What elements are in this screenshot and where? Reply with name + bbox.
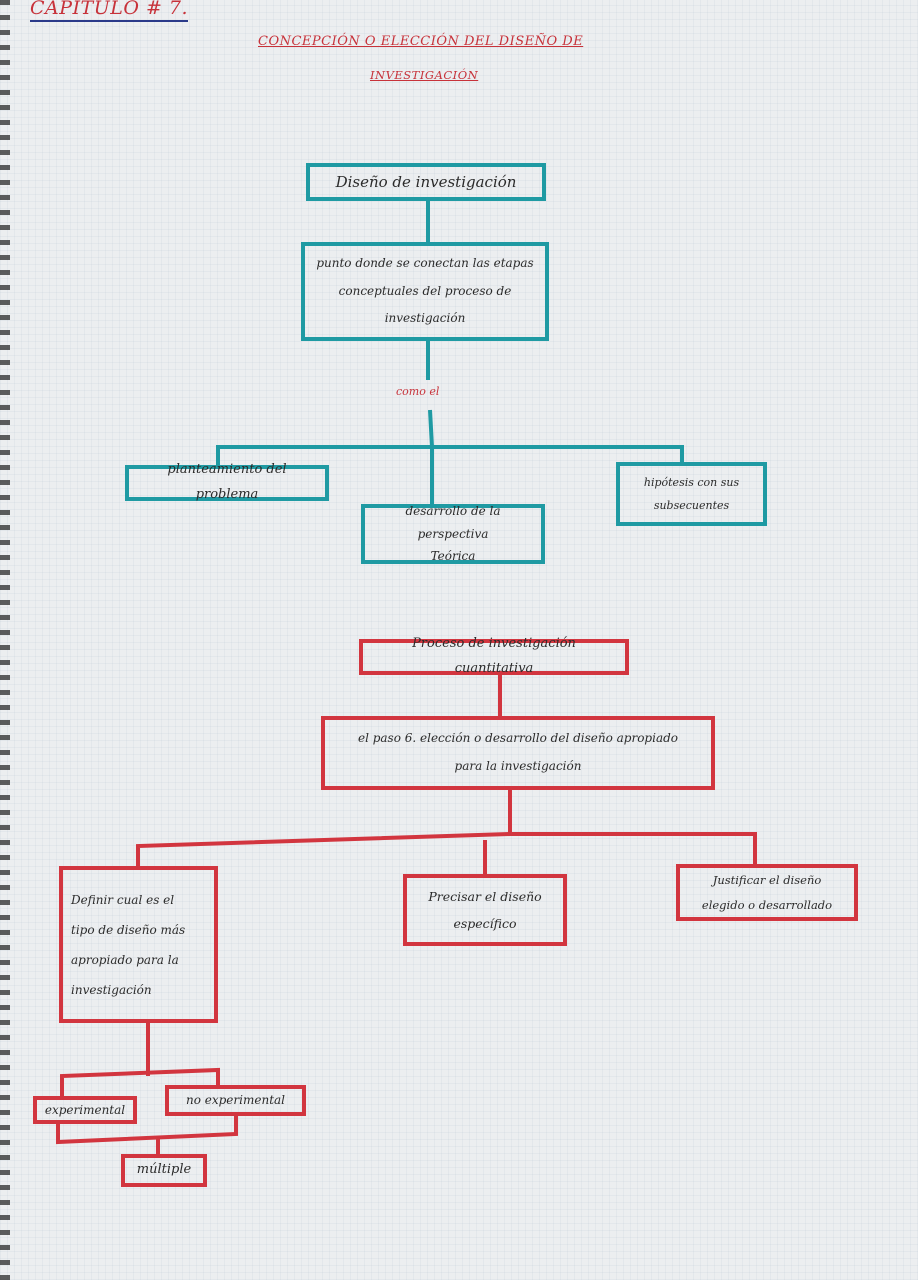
red-type-experimental-label: experimental [44, 1102, 126, 1117]
red-child-left-line-1: Definir cual es el [71, 892, 175, 907]
teal-child-center-line-2: Teórica [430, 549, 476, 564]
red-types-bar [60, 1067, 220, 1098]
teal-child-right-line-2: subsecuentes [653, 499, 730, 512]
teal-child-right-line-1: hipótesis con sus [643, 475, 740, 489]
red-root-label: Proceso de investigación cuantitativa [412, 636, 576, 676]
red-child-left-line-2: tipo de diseño más [71, 922, 186, 937]
red-branch-bar [136, 832, 757, 868]
red-child-left-box: Definir cual es el tipo de diseño más ap… [59, 866, 218, 1023]
teal-definition-line-3: investigación [384, 311, 466, 326]
red-child-center-line-1: Precisar el diseño [428, 888, 542, 904]
red-child-right-line-1: Justificar el diseño [712, 873, 822, 888]
red-definition-line-2: para la investigación [454, 759, 582, 773]
teal-connector-label: como el [396, 385, 440, 398]
red-child-center-line-2: específico [453, 916, 517, 931]
teal-root-label: Diseño de investigación [335, 172, 517, 191]
red-root-box: Proceso de investigación cuantitativa [359, 636, 629, 676]
red-child-left-line-4: investigación [71, 982, 152, 997]
red-child-right-line-2: elegido o desarrollado [701, 897, 833, 912]
teal-child-center-line-1: desarrollo de la perspectiva [405, 503, 501, 541]
teal-child-left-box: planteamiento del problema [125, 462, 329, 502]
chapter-heading: CAPITULO # 7. [30, 0, 189, 22]
teal-child-center-box: desarrollo de la perspectiva Teórica [361, 504, 545, 564]
teal-branch-bar [216, 445, 684, 468]
page-title-line-2: INVESTIGACIÓN [370, 68, 479, 82]
red-child-left-line-3: apropiado para la [71, 952, 179, 967]
red-type-non-experimental-box: no experimental [165, 1085, 306, 1116]
red-child-right-box: Justificar el diseño elegido o desarroll… [676, 864, 858, 921]
teal-branch-stem [428, 409, 434, 448]
red-child-center-box: Precisar el diseño específico [403, 874, 567, 946]
spiral-binding [0, 0, 10, 1280]
red-type-multiple-box: múltiple [121, 1154, 207, 1187]
teal-definition-line-1: punto donde se conectan las etapas [316, 256, 534, 271]
red-types-lower-bracket [56, 1116, 238, 1145]
teal-child-right-box: hipótesis con sus subsecuentes [616, 462, 767, 526]
red-type-non-experimental-label: no experimental [185, 1093, 286, 1108]
page-title-line-1: CONCEPCIÓN O ELECCIÓN DEL DISEÑO DE [258, 34, 584, 49]
red-type-experimental-box: experimental [33, 1096, 137, 1124]
red-definition-line-1: el paso 6. elección o desarrollo del dis… [357, 731, 679, 746]
teal-definition-line-2: conceptuales del proceso de [338, 283, 512, 298]
red-type-multiple-label: múltiple [136, 1162, 192, 1178]
teal-definition-box: punto donde se conectan las etapas conce… [301, 242, 549, 341]
red-definition-box: el paso 6. elección o desarrollo del dis… [321, 716, 715, 790]
teal-root-box: Diseño de investigación [306, 163, 546, 201]
teal-child-left-label: planteamiento del problema [167, 462, 287, 502]
